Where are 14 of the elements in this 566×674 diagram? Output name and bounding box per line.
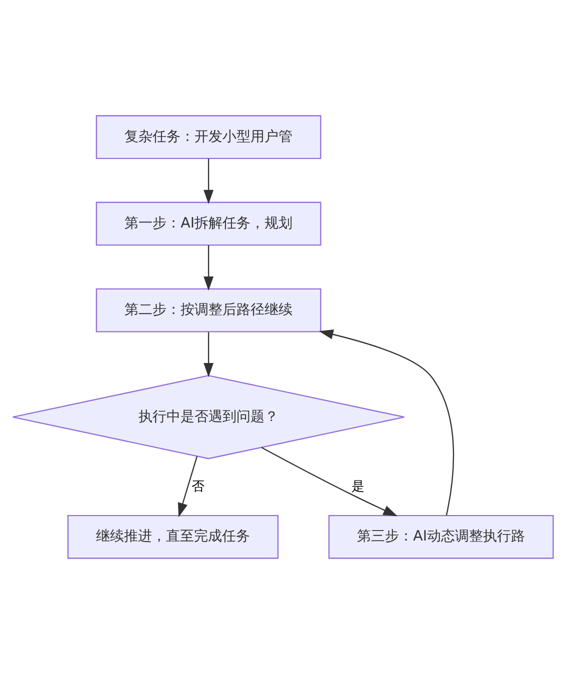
node-box: 继续推进，直至完成任务 <box>67 514 279 559</box>
node-box: 第二步：按调整后路径继续 <box>96 288 322 332</box>
node-diamond: 执行中是否遇到问题？ <box>12 374 405 460</box>
node-box: 第三步：AI动态调整执行路 <box>328 514 554 559</box>
arrow <box>318 330 454 516</box>
arrow <box>261 446 398 516</box>
arrow <box>204 332 214 378</box>
node-box: 第一步：AI拆解任务，规划 <box>96 202 322 246</box>
arrow <box>204 158 214 204</box>
node-box: 复杂任务：开发小型用户管 <box>96 115 322 160</box>
edge-label: 是 <box>352 479 365 494</box>
arrow <box>204 245 214 291</box>
edge-label: 否 <box>191 479 204 494</box>
arrow <box>178 456 198 518</box>
